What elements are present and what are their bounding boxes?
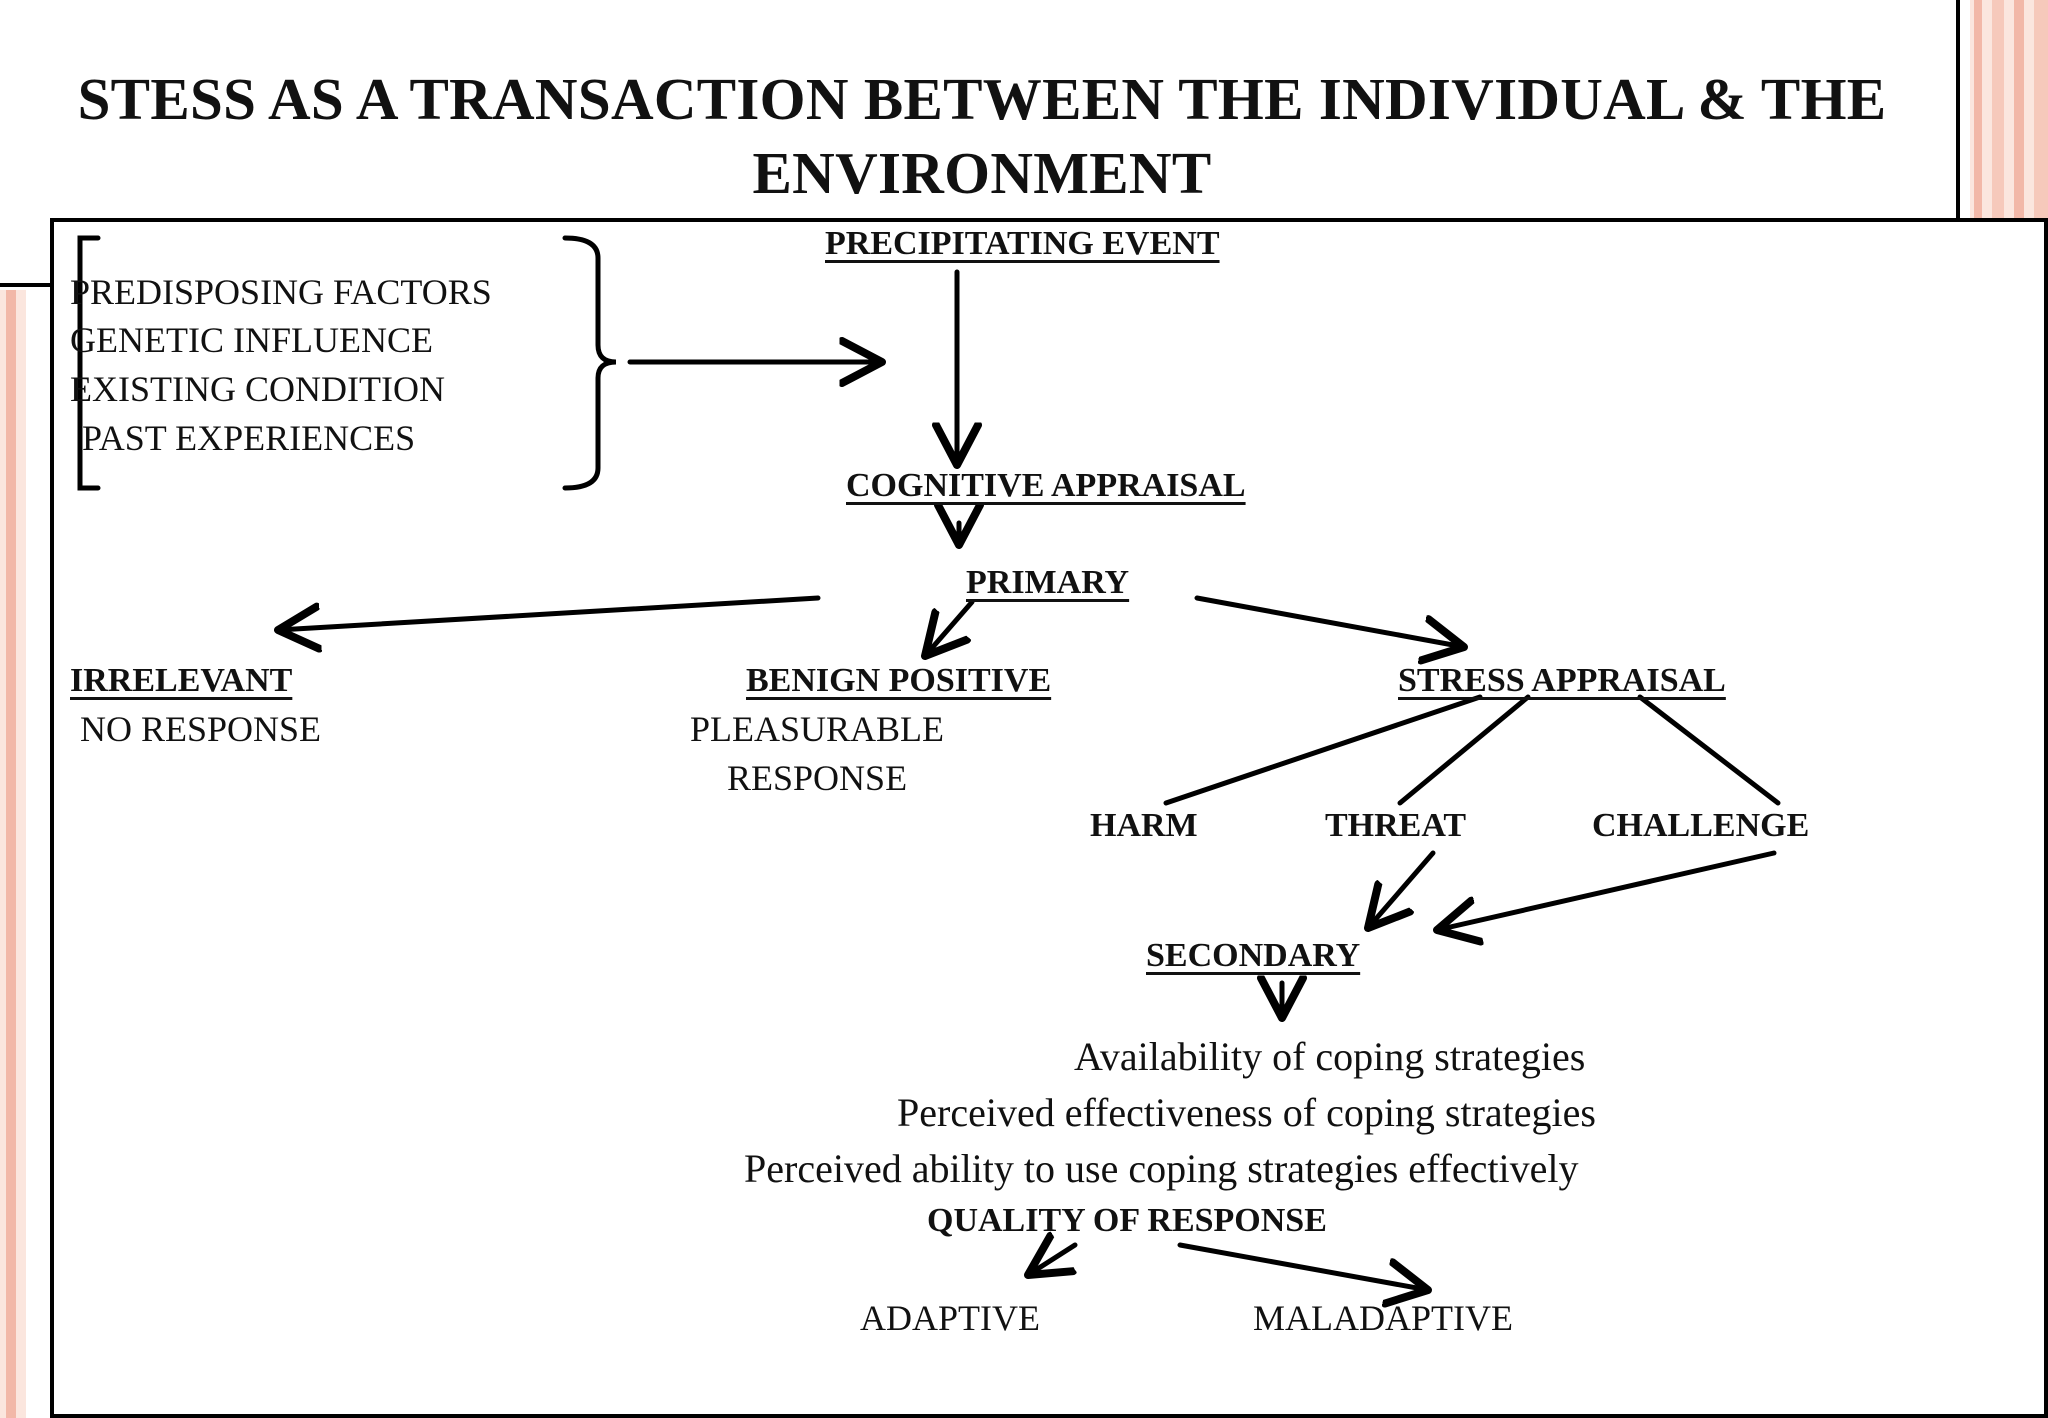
line-stress-to-challenge — [1637, 694, 1781, 806]
arrow-primary-to-irrelevant — [278, 595, 821, 630]
arrow-primary-to-benign — [925, 599, 975, 656]
line-stress-to-harm — [1163, 694, 1483, 806]
stress-appraisal-label: STRESS APPRAISAL — [1398, 662, 1726, 699]
maladaptive-label: MALADAPTIVE — [1253, 1298, 1513, 1338]
left-decorative-stripe — [0, 290, 26, 1418]
cognitive-appraisal-label: COGNITIVE APPRAISAL — [846, 467, 1246, 504]
predisposing-item: GENETIC INFLUENCE — [70, 320, 433, 360]
irrelevant-label: IRRELEVANT — [70, 662, 293, 699]
quality-of-response-label: QUALITY OF RESPONSE — [927, 1202, 1327, 1239]
diagram-panel — [50, 218, 2048, 1418]
predisposing-left-bracket — [77, 235, 101, 491]
primary-appraisal-label: PRIMARY — [966, 564, 1130, 601]
no-response-text: NO RESPONSE — [80, 709, 322, 749]
threat-label: THREAT — [1325, 807, 1467, 844]
arrow-quality-to-adaptive — [1028, 1245, 1078, 1275]
challenge-label: CHALLENGE — [1592, 807, 1810, 844]
adaptive-label: ADAPTIVE — [860, 1298, 1040, 1338]
predisposing-item: PAST EXPERIENCES — [82, 418, 416, 458]
line-stress-to-threat — [1397, 694, 1531, 806]
precipitating-event-label: PRECIPITATING EVENT — [825, 225, 1220, 262]
response-text: RESPONSE — [727, 758, 908, 798]
predisposing-item: PREDISPOSING FACTORS — [70, 272, 492, 312]
benign-positive-label: BENIGN POSITIVE — [746, 662, 1052, 699]
arrow-quality-to-maladaptive — [1177, 1242, 1428, 1290]
coping-factor: Perceived ability to use coping strategi… — [744, 1146, 1579, 1191]
slide-title: STESS AS A TRANSACTION BETWEEN THE INDIV… — [77, 66, 1887, 206]
coping-factor: Perceived effectiveness of coping strate… — [897, 1090, 1596, 1135]
coping-factor: Availability of coping strategies — [1074, 1034, 1586, 1079]
predisposing-right-brace — [562, 235, 617, 491]
arrow-challenge-to-secondary — [1437, 850, 1777, 930]
arrow-primary-to-stress — [1194, 595, 1464, 647]
arrow-threat-to-secondary — [1368, 850, 1436, 928]
harm-label: HARM — [1090, 807, 1198, 844]
secondary-appraisal-label: SECONDARY — [1146, 937, 1361, 974]
predisposing-item: EXISTING CONDITION — [70, 369, 445, 409]
pleasurable-text: PLEASURABLE — [690, 709, 945, 749]
